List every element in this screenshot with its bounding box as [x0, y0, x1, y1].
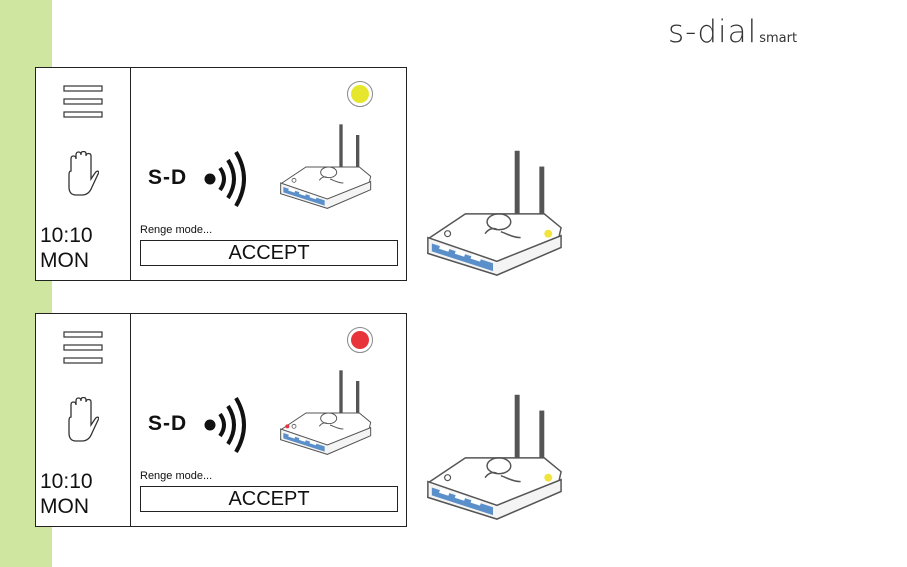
screen-divider [130, 314, 131, 526]
status-indicator-red [346, 326, 374, 354]
screen-divider [130, 68, 131, 280]
hand-icon[interactable] [65, 397, 99, 443]
hamburger-menu-icon[interactable] [63, 330, 103, 366]
wifi-signal-icon [204, 150, 252, 208]
clock-time: 10:10 [40, 469, 93, 494]
wifi-signal-icon [204, 396, 252, 454]
router-icon [274, 362, 374, 456]
thermostat-screen-1: 10:10 MON S-D Renge mode... ACCEPT [35, 67, 407, 281]
clock-time: 10:10 [40, 223, 93, 248]
status-indicator-yellow [346, 80, 374, 108]
brand-logo-main: s-dial [668, 14, 757, 50]
router-large-icon [418, 138, 566, 278]
device-label: S-D [148, 412, 187, 436]
accept-button[interactable]: ACCEPT [140, 240, 398, 266]
range-mode-text: Renge mode... [140, 470, 212, 482]
accept-button[interactable]: ACCEPT [140, 486, 398, 512]
clock-day: MON [40, 494, 89, 519]
router-icon [274, 116, 374, 210]
clock-day: MON [40, 248, 89, 273]
device-label: S-D [148, 166, 187, 190]
brand-logo-sub: smart [759, 31, 797, 46]
router-large-icon [418, 382, 566, 522]
hand-icon[interactable] [65, 151, 99, 197]
thermostat-screen-2: 10:10 MON S-D Renge mode... ACCEPT [35, 313, 407, 527]
range-mode-text: Renge mode... [140, 224, 212, 236]
hamburger-menu-icon[interactable] [63, 84, 103, 120]
